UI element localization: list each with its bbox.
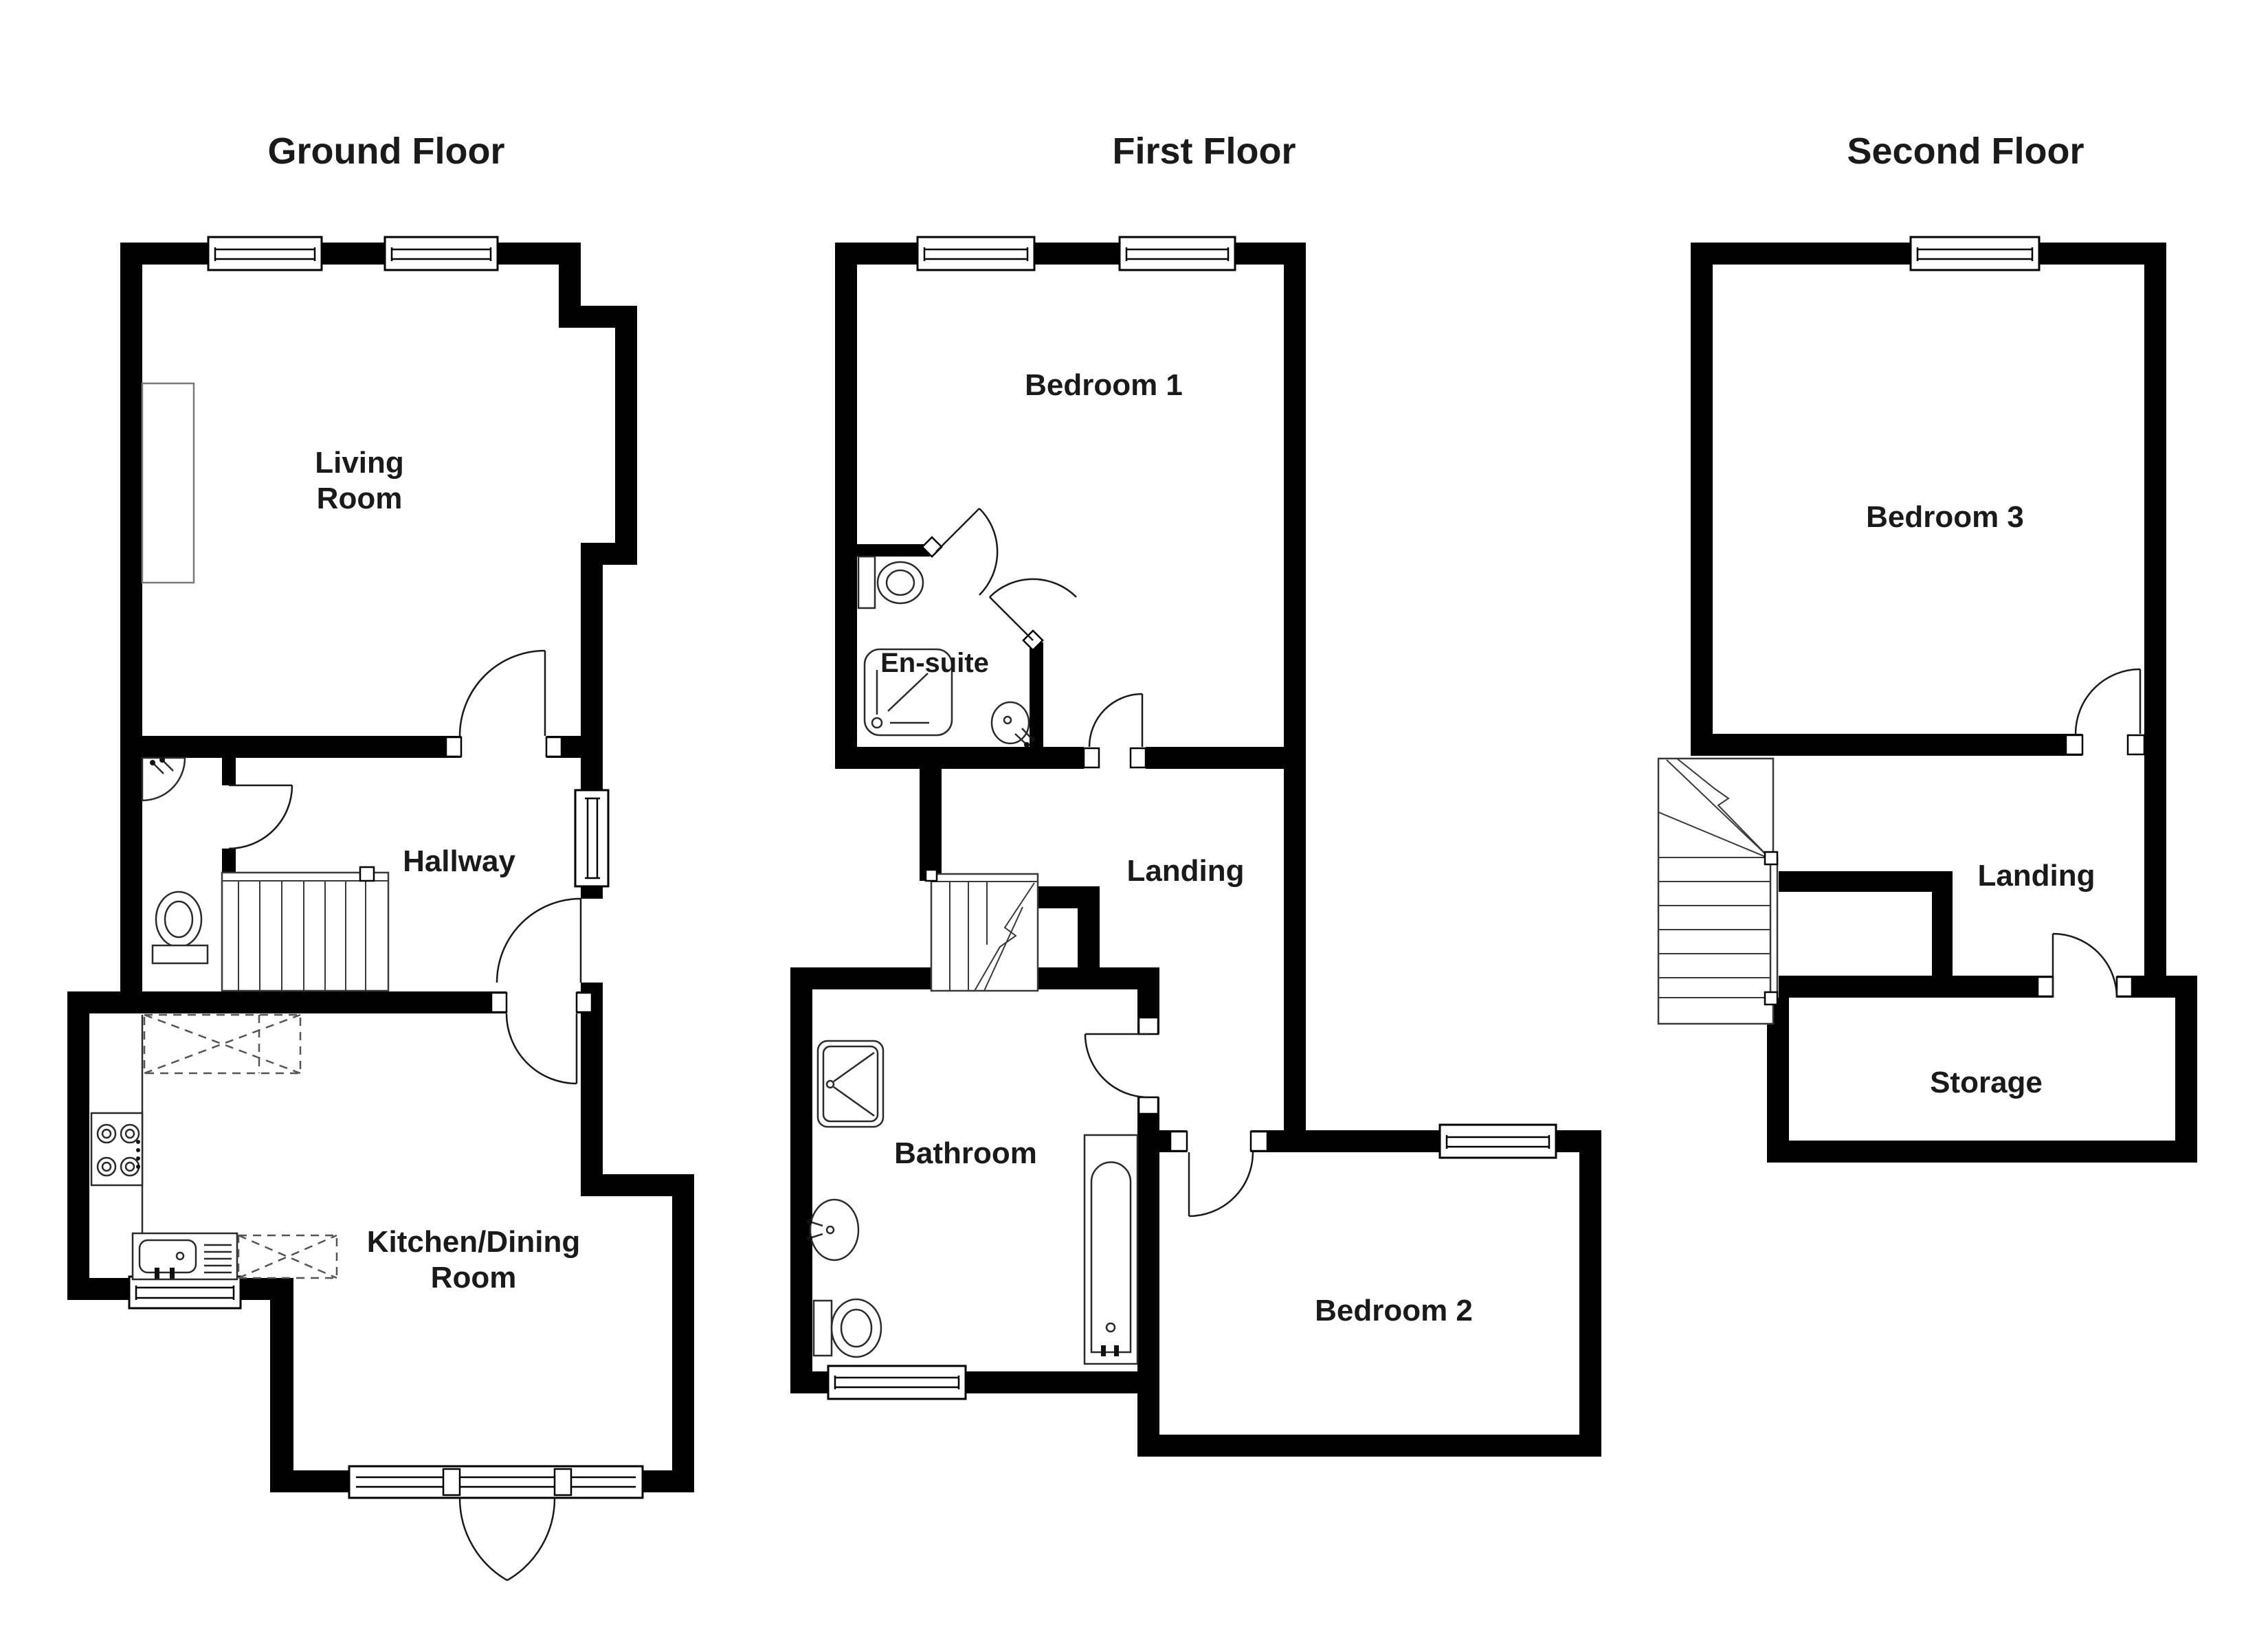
bedroom2-window <box>1438 1123 1557 1159</box>
dashed-unit-side <box>237 1234 338 1279</box>
bedroom3-door <box>2065 668 2146 756</box>
entrance-door <box>496 897 582 983</box>
bedroom1-inner-door <box>989 578 1077 651</box>
ground-floor-title: Ground Floor <box>268 131 505 172</box>
hob-icon <box>90 1112 144 1187</box>
wc-toilet-icon <box>151 890 209 965</box>
second-floor-plan: Second Floor <box>1657 131 2197 1163</box>
ensuite-door <box>921 508 999 596</box>
wc-basin-icon <box>141 756 186 802</box>
kitchen-door <box>490 991 593 1085</box>
bathroom-label: Bathroom <box>894 1136 1037 1170</box>
hallway-window <box>574 789 610 888</box>
bathroom-basin-icon <box>807 1198 860 1261</box>
ground-floor-plan: Ground Floor <box>67 131 694 1582</box>
dashed-unit-top <box>143 1013 302 1075</box>
first-floor-landing-label: Landing <box>1126 854 1244 888</box>
ensuite-label: En-suite <box>880 648 989 678</box>
ground-floor-walls <box>67 243 694 1492</box>
chimney-recess <box>141 382 195 584</box>
bedroom3-window <box>1909 236 2041 271</box>
living-room-window-right <box>383 236 499 271</box>
bedroom2-door <box>1169 1130 1269 1218</box>
french-doors <box>348 1465 644 1582</box>
first-floor-staircase <box>924 868 1039 992</box>
wc-door <box>228 784 293 850</box>
bedroom3-label: Bedroom 3 <box>1866 500 2024 534</box>
ground-floor-staircase <box>221 866 390 992</box>
living-room-window-left <box>207 236 323 271</box>
bathtub-icon <box>1083 1134 1139 1365</box>
second-floor-landing-label: Landing <box>1977 859 2095 893</box>
first-floor-plan: First Floor <box>790 131 1601 1457</box>
bathroom-window <box>827 1365 967 1400</box>
kitchen-label-line1: Kitchen/Dining <box>367 1225 580 1259</box>
ensuite-shower-icon <box>863 648 953 737</box>
bedroom1-label: Bedroom 1 <box>1025 368 1183 402</box>
living-room-label-line1: Living <box>315 446 404 480</box>
bathroom-toilet-icon <box>812 1298 882 1358</box>
storage-door <box>2036 932 2133 998</box>
living-room-door <box>445 649 563 758</box>
kitchen-label-line2: Room <box>431 1261 517 1294</box>
shower-icon <box>816 1040 885 1128</box>
ensuite-toilet-icon <box>857 555 924 609</box>
second-floor-staircase <box>1657 757 1779 1025</box>
storage-label: Storage <box>1930 1066 2043 1099</box>
kitchen-window <box>128 1275 242 1310</box>
hallway-label: Hallway <box>403 844 515 878</box>
bedroom1-door <box>1082 693 1147 769</box>
first-floor-walls <box>790 243 1601 1457</box>
first-floor-title: First Floor <box>1113 131 1296 172</box>
ensuite-basin-icon <box>990 701 1035 748</box>
bedroom1-window-right <box>1118 236 1236 271</box>
kitchen-sink-icon <box>131 1232 238 1281</box>
bedroom1-window-left <box>916 236 1036 271</box>
living-room-label-line2: Room <box>317 482 403 515</box>
second-floor-title: Second Floor <box>1847 131 2084 172</box>
bedroom2-label: Bedroom 2 <box>1315 1294 1473 1327</box>
second-floor-walls <box>1691 243 2197 1163</box>
bathroom-door <box>1084 1016 1159 1115</box>
